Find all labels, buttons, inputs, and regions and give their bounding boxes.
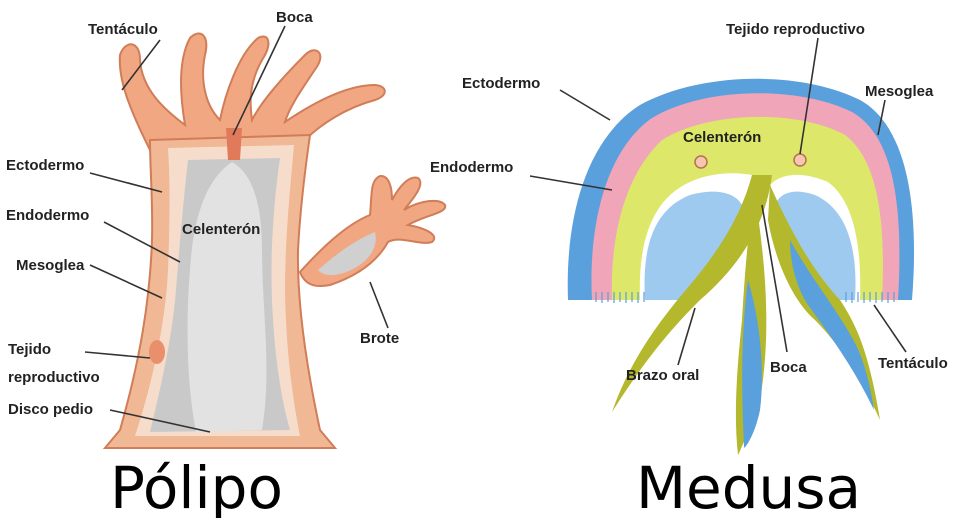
- medusa-label-reproductive: Tejido reproductivo: [726, 21, 865, 38]
- polyp-reproductive-tissue: [149, 340, 165, 364]
- medusa-label-ectoderm: Ectodermo: [462, 75, 540, 92]
- polyp-label-coelenteron: Celenterón: [182, 221, 260, 238]
- polyp-figure: [105, 33, 445, 448]
- medusa-gonad-right: [794, 154, 806, 166]
- polyp-label-ectoderm: Ectodermo: [6, 157, 84, 174]
- medusa-label-tentacle: Tentáculo: [878, 355, 948, 372]
- polyp-tentacle-crown: [120, 33, 385, 150]
- medusa-gonad-left: [695, 156, 707, 168]
- polyp-label-tentacle: Tentáculo: [88, 21, 158, 38]
- polyp-label-endoderm: Endodermo: [6, 207, 89, 224]
- medusa-label-oral-arm: Brazo oral: [626, 367, 699, 384]
- medusa-title: Medusa: [636, 454, 861, 518]
- medusa-label-mesoglea: Mesoglea: [865, 83, 934, 100]
- medusa-label-endoderm: Endodermo: [430, 159, 513, 176]
- polyp-label-reproductive-2: reproductivo: [8, 369, 100, 386]
- medusa-label-mouth: Boca: [770, 359, 807, 376]
- polyp-label-mesoglea: Mesoglea: [16, 257, 85, 274]
- polyp-label-pedal-disc: Disco pedio: [8, 401, 93, 418]
- polyp-title: Pólipo: [110, 454, 283, 518]
- polyp-label-mouth: Boca: [276, 9, 313, 26]
- polyp-label-reproductive-1: Tejido: [8, 341, 51, 358]
- polyp-label-bud: Brote: [360, 330, 399, 347]
- medusa-label-coelenteron: Celenterón: [683, 129, 761, 146]
